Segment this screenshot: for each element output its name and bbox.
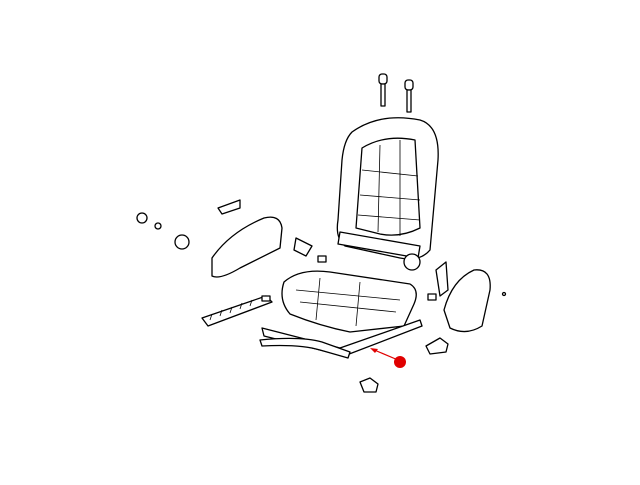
callout-dot[interactable] xyxy=(394,356,406,368)
hardware-parts xyxy=(136,212,449,302)
callout-indicator xyxy=(370,348,406,368)
headrest-guide-right xyxy=(404,79,414,113)
seat-back-frame xyxy=(336,117,439,271)
track-cover xyxy=(201,295,273,327)
seat-cushion-frame xyxy=(259,270,423,359)
side-shield xyxy=(211,199,283,278)
clip-part xyxy=(359,377,379,393)
front-shield xyxy=(443,269,507,333)
lever-handle xyxy=(425,337,449,355)
headrest-guide-left xyxy=(378,73,388,107)
